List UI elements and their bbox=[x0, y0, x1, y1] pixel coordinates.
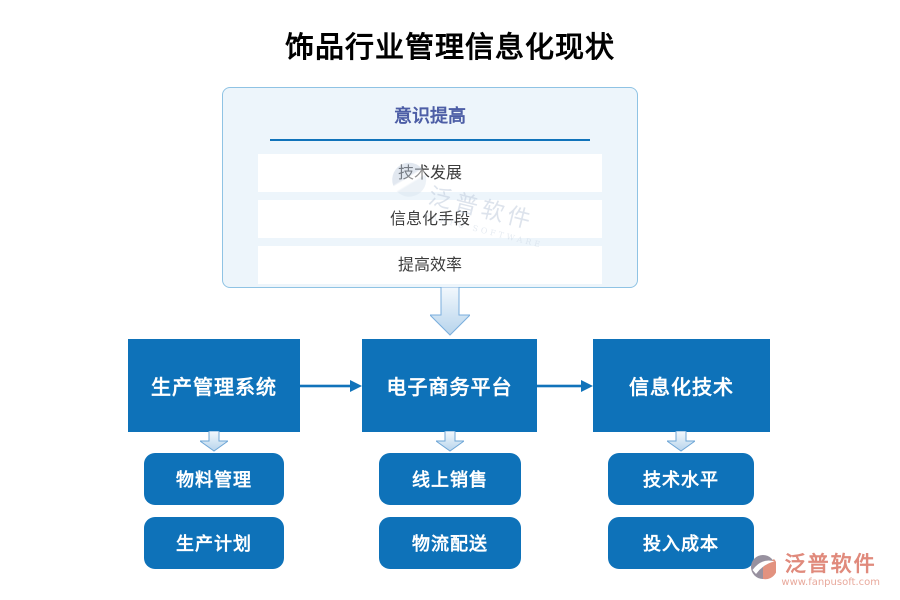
awareness-panel-title: 意识提高 bbox=[394, 106, 466, 127]
awareness-panel: 意识提高 技术发展 信息化手段 提高效率 bbox=[222, 87, 638, 288]
panel-item-efficiency: 提高效率 bbox=[258, 246, 602, 284]
sub-box-material-management: 物料管理 bbox=[144, 453, 284, 505]
down-arrow-icon bbox=[200, 431, 228, 452]
down-arrow-icon bbox=[667, 431, 695, 452]
down-arrow-icon bbox=[430, 287, 470, 336]
main-box-ecommerce-platform: 电子商务平台 bbox=[362, 339, 537, 432]
main-box-production-management: 生产管理系统 bbox=[128, 339, 300, 432]
main-box-informatization-tech: 信息化技术 bbox=[593, 339, 770, 432]
panel-divider bbox=[270, 139, 590, 141]
right-arrow-icon bbox=[537, 380, 593, 392]
right-arrow-icon bbox=[300, 380, 362, 392]
page-title: 饰品行业管理信息化现状 bbox=[284, 30, 615, 64]
sub-box-investment-cost: 投入成本 bbox=[608, 517, 754, 569]
sub-box-technical-level: 技术水平 bbox=[608, 453, 754, 505]
sub-box-online-sales: 线上销售 bbox=[379, 453, 521, 505]
panel-item-tech-development: 技术发展 bbox=[258, 154, 602, 192]
sub-box-logistics-delivery: 物流配送 bbox=[379, 517, 521, 569]
down-arrow-icon bbox=[436, 431, 464, 452]
panel-item-informatization-means: 信息化手段 bbox=[258, 200, 602, 238]
sub-box-production-plan: 生产计划 bbox=[144, 517, 284, 569]
brand-name: 泛普软件 bbox=[784, 551, 877, 576]
brand-footer: 泛普软件 www.fanpusoft.com bbox=[750, 552, 880, 588]
brand-website: www.fanpusoft.com bbox=[781, 577, 880, 588]
brand-logo-icon bbox=[751, 555, 777, 580]
